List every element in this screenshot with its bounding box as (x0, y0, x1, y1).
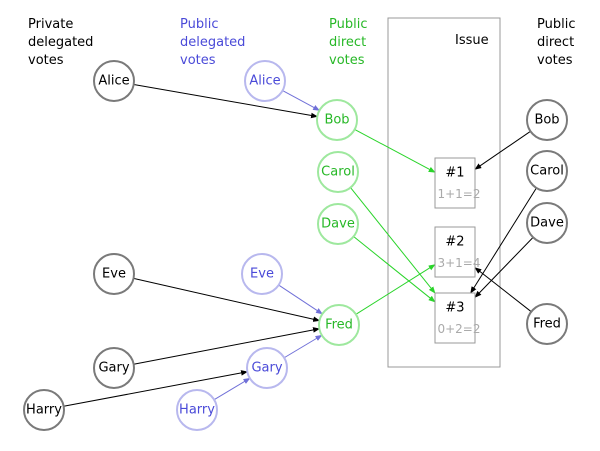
node-eve-public: Eve (241, 253, 283, 295)
header-private-line-1: Private (28, 17, 73, 32)
node-circle-alice-private (93, 60, 135, 102)
node-label-harry-private: Harry (26, 403, 62, 418)
edge-harry-private-to-gary-public (63, 370, 249, 407)
edge-alice-private-to-bob-direct (133, 83, 318, 119)
node-circle-carol-direct (317, 151, 359, 193)
node-label-gary-private: Gary (98, 361, 129, 376)
edge-carol-direct-to-issue-3 (350, 187, 436, 294)
node-label-fred-right: Fred (533, 317, 561, 332)
node-fred-right: Fred (526, 303, 568, 345)
edge-eve-public-to-fred-direct (278, 284, 323, 315)
issue-container (387, 17, 501, 368)
node-dave-direct: Dave (317, 203, 359, 245)
node-label-eve-public: Eve (250, 267, 274, 282)
issue-header: Issue (455, 33, 489, 48)
node-label-gary-public: Gary (251, 361, 282, 376)
issue-2-box: #2 3+1=4 (434, 226, 481, 278)
node-label-dave-right: Dave (530, 216, 564, 231)
node-label-carol-right: Carol (530, 164, 564, 179)
edge-gary-private-to-fred-direct (133, 327, 321, 365)
edge-alice-public-to-bob-direct (282, 90, 321, 111)
node-label-harry-public: Harry (179, 403, 215, 418)
node-bob-right: Bob (526, 99, 568, 141)
issue-3-tally: 0+2=2 (437, 322, 480, 336)
edge-dave-direct-to-issue-3 (353, 236, 436, 303)
node-circle-fred-right (526, 303, 568, 345)
edge-fred-direct-to-issue-2 (355, 264, 436, 315)
node-label-alice-private: Alice (98, 74, 129, 89)
header-direct-left-line-1: Public (329, 17, 367, 32)
header-private-delegated: Private delegated votes (28, 17, 93, 68)
node-circle-dave-right (526, 202, 568, 244)
edge-eve-private-to-fred-direct (133, 277, 321, 322)
header-private-line-2: delegated (28, 35, 93, 50)
node-circle-carol-right (526, 150, 568, 192)
node-label-alice-public: Alice (249, 74, 280, 89)
header-public-delegated-line-2: delegated (180, 35, 245, 50)
node-circle-harry-public (176, 389, 218, 431)
node-fred-direct: Fred (318, 304, 360, 346)
issue-3-rect (434, 292, 476, 344)
node-bob-direct: Bob (316, 99, 358, 141)
node-carol-right: Carol (526, 150, 568, 192)
issue-2-rect (434, 226, 476, 278)
edges-layer (63, 83, 537, 407)
issue-2-tally: 3+1=4 (437, 256, 480, 270)
edge-dave-right-to-issue-3 (474, 237, 534, 298)
node-dave-right: Dave (526, 202, 568, 244)
node-eve-private: Eve (93, 253, 135, 295)
node-circle-harry-private (23, 389, 65, 431)
node-gary-public: Gary (246, 347, 288, 389)
header-direct-right-line-2: direct (537, 35, 574, 50)
header-direct-left-line-3: votes (329, 53, 365, 68)
header-direct-right-line-3: votes (537, 53, 573, 68)
node-label-dave-direct: Dave (321, 217, 355, 232)
header-public-direct-left: Public direct votes (329, 17, 367, 68)
node-circle-alice-public (244, 60, 286, 102)
header-public-delegated-line-1: Public (180, 17, 218, 32)
node-label-carol-direct: Carol (321, 165, 355, 180)
issues-layer: #1 1+1=2 #2 3+1=4 #3 0+2=2 (434, 157, 481, 344)
node-carol-direct: Carol (317, 151, 359, 193)
issue-3-label: #3 (445, 301, 464, 316)
header-direct-left-line-2: direct (329, 35, 366, 50)
node-circle-gary-public (246, 347, 288, 389)
issue-1-label: #1 (445, 166, 464, 181)
node-alice-private: Alice (93, 60, 135, 102)
header-direct-right-line-1: Public (537, 17, 575, 32)
issue-2-label: #2 (445, 235, 464, 250)
issue-1-rect (434, 157, 476, 209)
header-public-delegated: Public delegated votes (180, 17, 245, 68)
node-circle-bob-direct (316, 99, 358, 141)
edge-gary-public-to-fred-direct (283, 334, 323, 359)
edge-harry-public-to-gary-public (213, 377, 251, 401)
issue-3-box: #3 0+2=2 (434, 292, 481, 344)
edge-fred-right-to-issue-2 (474, 267, 532, 313)
header-private-line-3: votes (28, 53, 64, 68)
node-label-eve-private: Eve (102, 267, 126, 282)
node-label-fred-direct: Fred (325, 318, 353, 333)
node-circle-fred-direct (318, 304, 360, 346)
node-harry-public: Harry (176, 389, 218, 431)
node-alice-public: Alice (244, 60, 286, 102)
node-label-bob-right: Bob (534, 113, 559, 128)
node-circle-gary-private (93, 347, 135, 389)
header-public-delegated-line-3: votes (180, 53, 216, 68)
header-public-direct-right: Public direct votes (537, 17, 575, 68)
node-circle-eve-private (93, 253, 135, 295)
node-circle-bob-right (526, 99, 568, 141)
issue-1-box: #1 1+1=2 (434, 157, 481, 209)
edge-bob-right-to-issue-1 (474, 130, 531, 170)
issue-1-tally: 1+1=2 (437, 187, 480, 201)
node-harry-private: Harry (23, 389, 65, 431)
node-label-bob-direct: Bob (324, 113, 349, 128)
node-circle-eve-public (241, 253, 283, 295)
node-gary-private: Gary (93, 347, 135, 389)
edge-bob-direct-to-issue-1 (354, 128, 436, 173)
edge-carol-right-to-issue-3 (470, 187, 537, 294)
node-circle-dave-direct (317, 203, 359, 245)
